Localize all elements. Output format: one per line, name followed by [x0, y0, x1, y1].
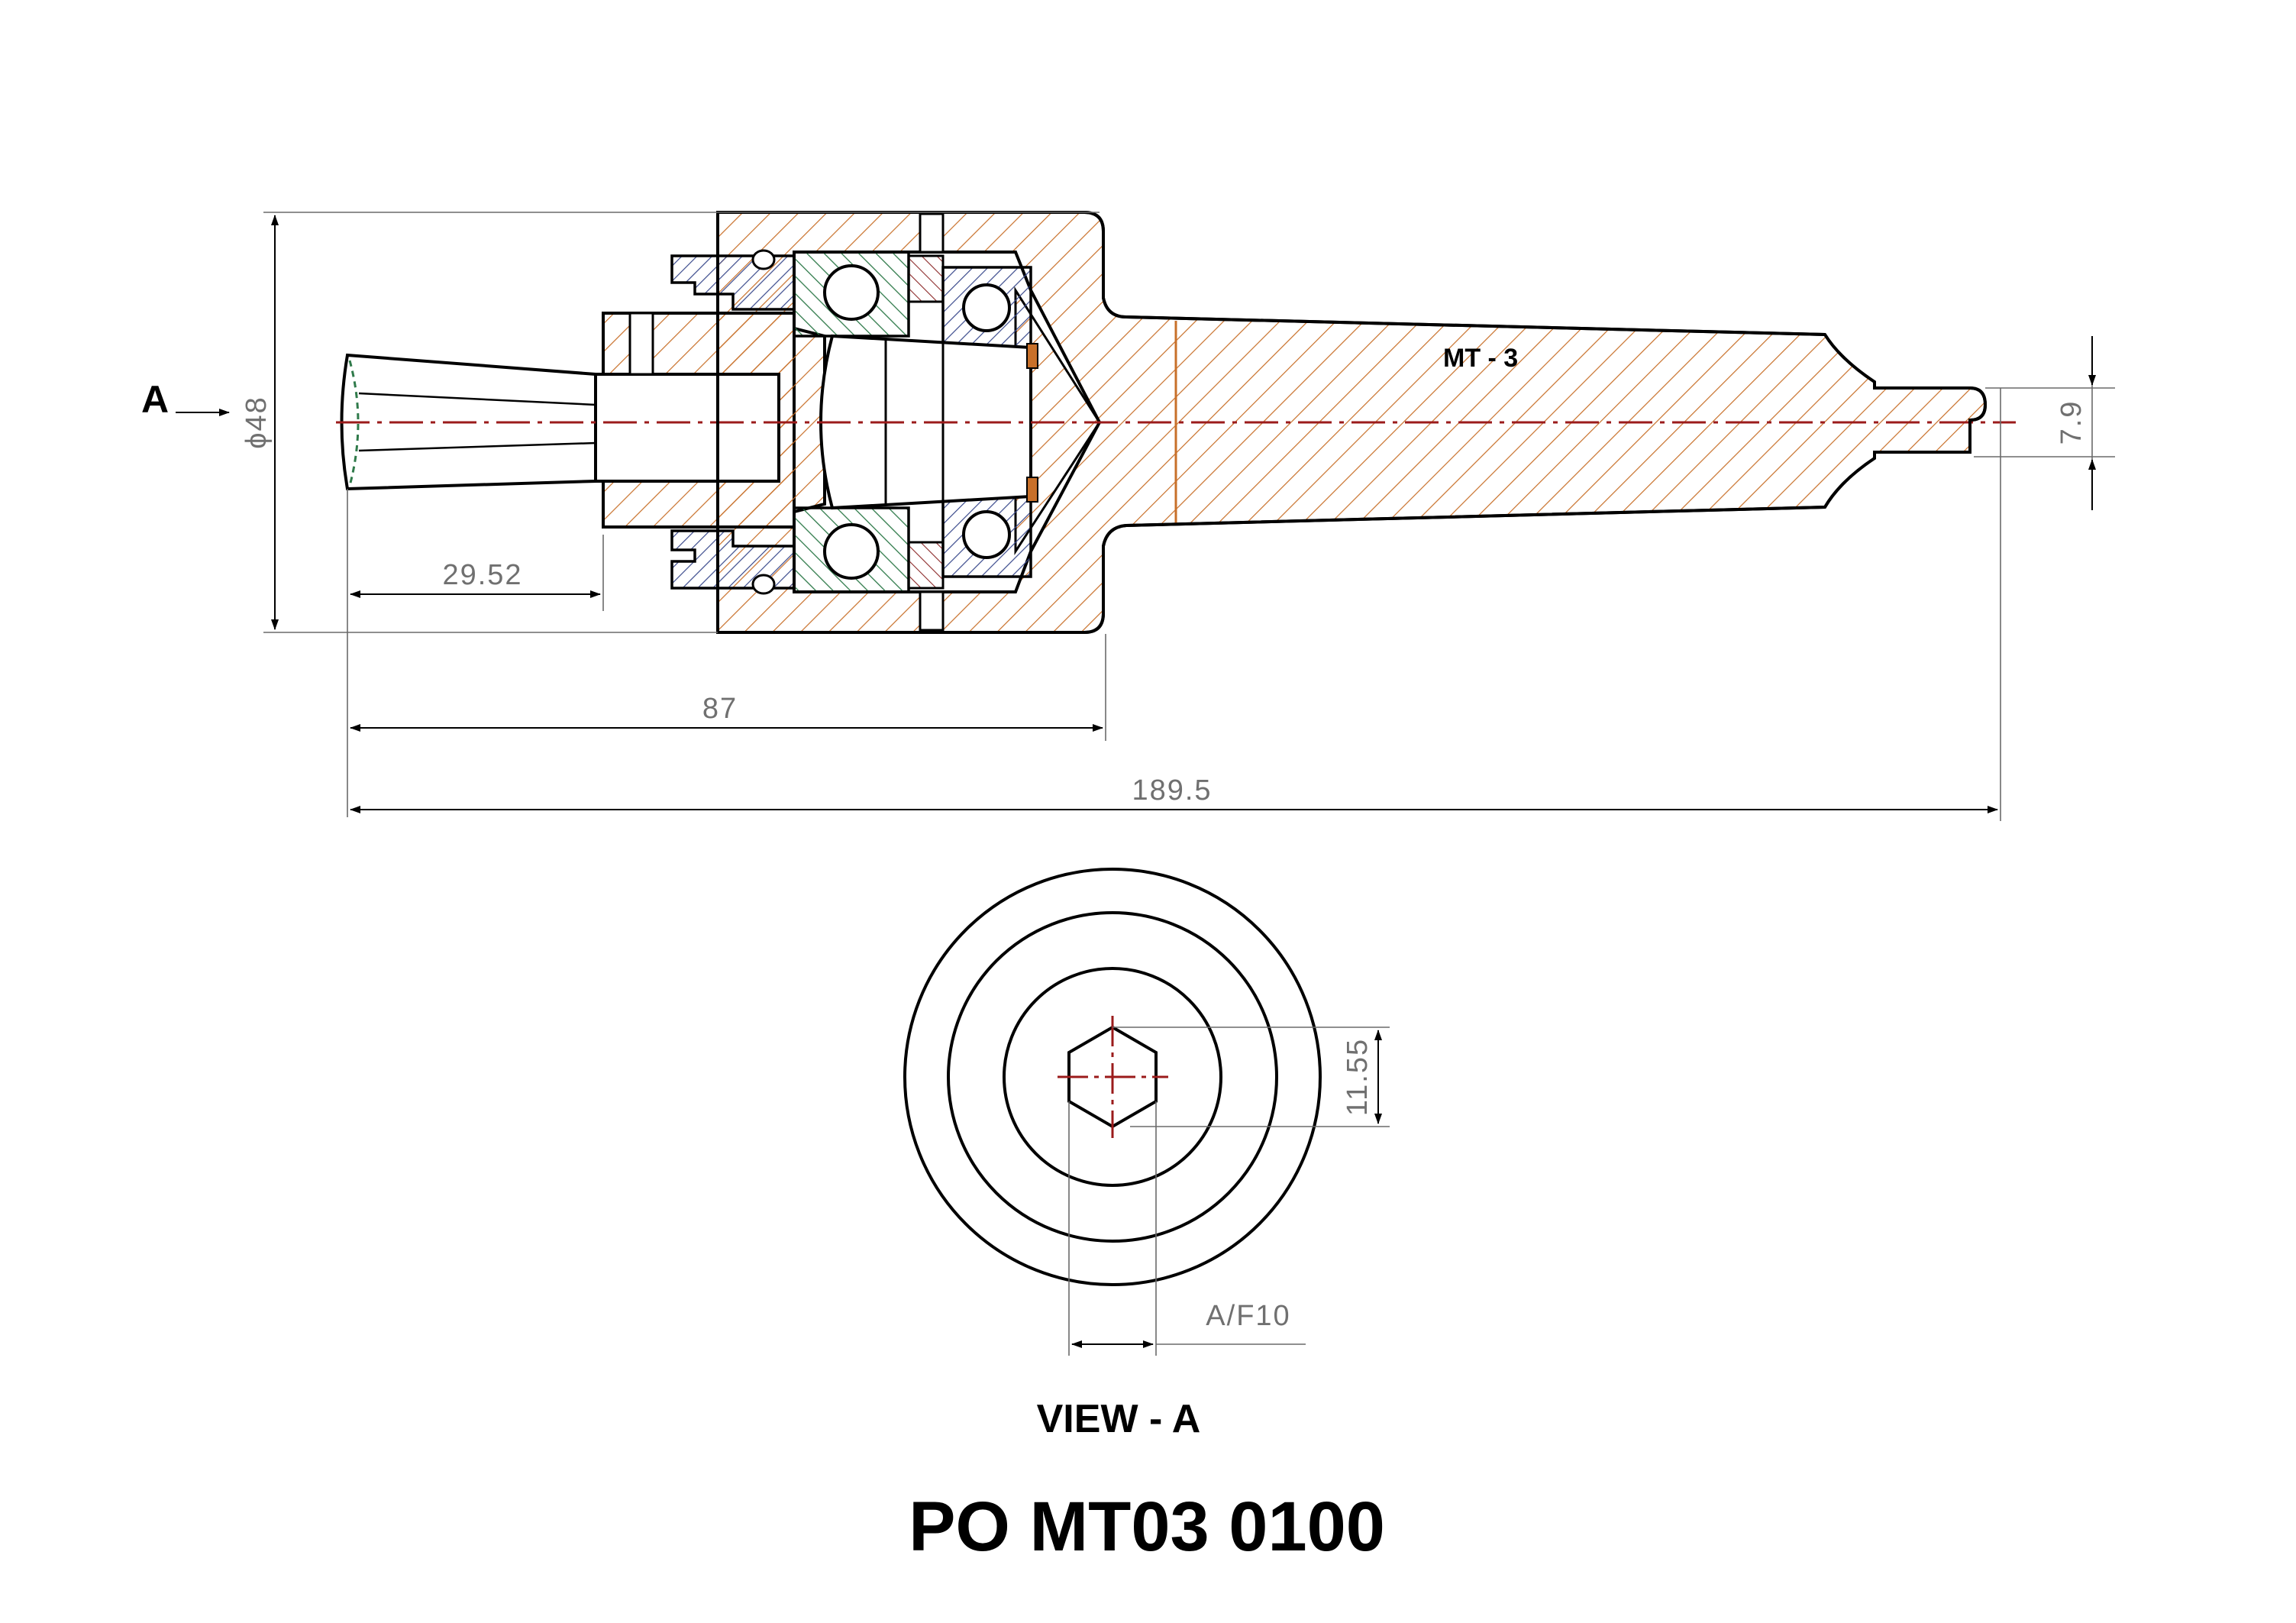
dim-af-text: A/F10 — [1206, 1300, 1290, 1332]
rear-ball-top — [962, 283, 1011, 332]
spacer-bottom — [907, 541, 945, 590]
inner-circle — [1003, 967, 1222, 1187]
dim-tip-text: 29.52 — [442, 559, 522, 591]
spacer-top — [907, 254, 945, 303]
circlip-top — [1026, 343, 1038, 369]
collet-line-1 — [358, 392, 596, 406]
front-ball-top — [823, 264, 880, 321]
middle-circle — [947, 911, 1278, 1243]
seal-bottom — [751, 574, 776, 595]
seal-top — [751, 249, 776, 270]
dim-diameter-text: ϕ48 — [241, 396, 273, 449]
front-ball-bottom — [823, 523, 880, 580]
point-tip-arc — [348, 360, 360, 487]
view-marker: A — [141, 378, 169, 421]
view-label: VIEW - A — [1037, 1397, 1201, 1441]
retainer-ring-top — [670, 254, 796, 311]
end-view-a: 11.55 A/F10 — [903, 868, 1390, 1356]
body-outline — [716, 211, 1987, 634]
shaft-bore — [594, 373, 780, 483]
retainer-ring-bottom — [670, 529, 796, 590]
screw-top — [919, 212, 945, 254]
side-dimensions: ϕ48 A 29.52 87 189.5 7.9 — [141, 212, 2115, 821]
rear-ball-bottom — [962, 510, 1011, 559]
screw-bottom — [919, 590, 945, 632]
outer-circle — [903, 868, 1322, 1286]
side-section-view: MT - 3 — [336, 211, 2016, 634]
taper-label: MT - 3 — [1443, 344, 1518, 373]
drawing-title: PO MT03 0100 — [909, 1488, 1385, 1566]
dim-body-text: 87 — [702, 693, 738, 725]
front-set-screw — [628, 312, 654, 376]
dim-overall-text: 189.5 — [1132, 774, 1212, 807]
dim-hex-text: 11.55 — [1342, 1038, 1374, 1116]
collet-line-2 — [358, 441, 596, 452]
circlip-bottom — [1026, 477, 1038, 503]
dim-tang-text: 7.9 — [2055, 400, 2088, 445]
